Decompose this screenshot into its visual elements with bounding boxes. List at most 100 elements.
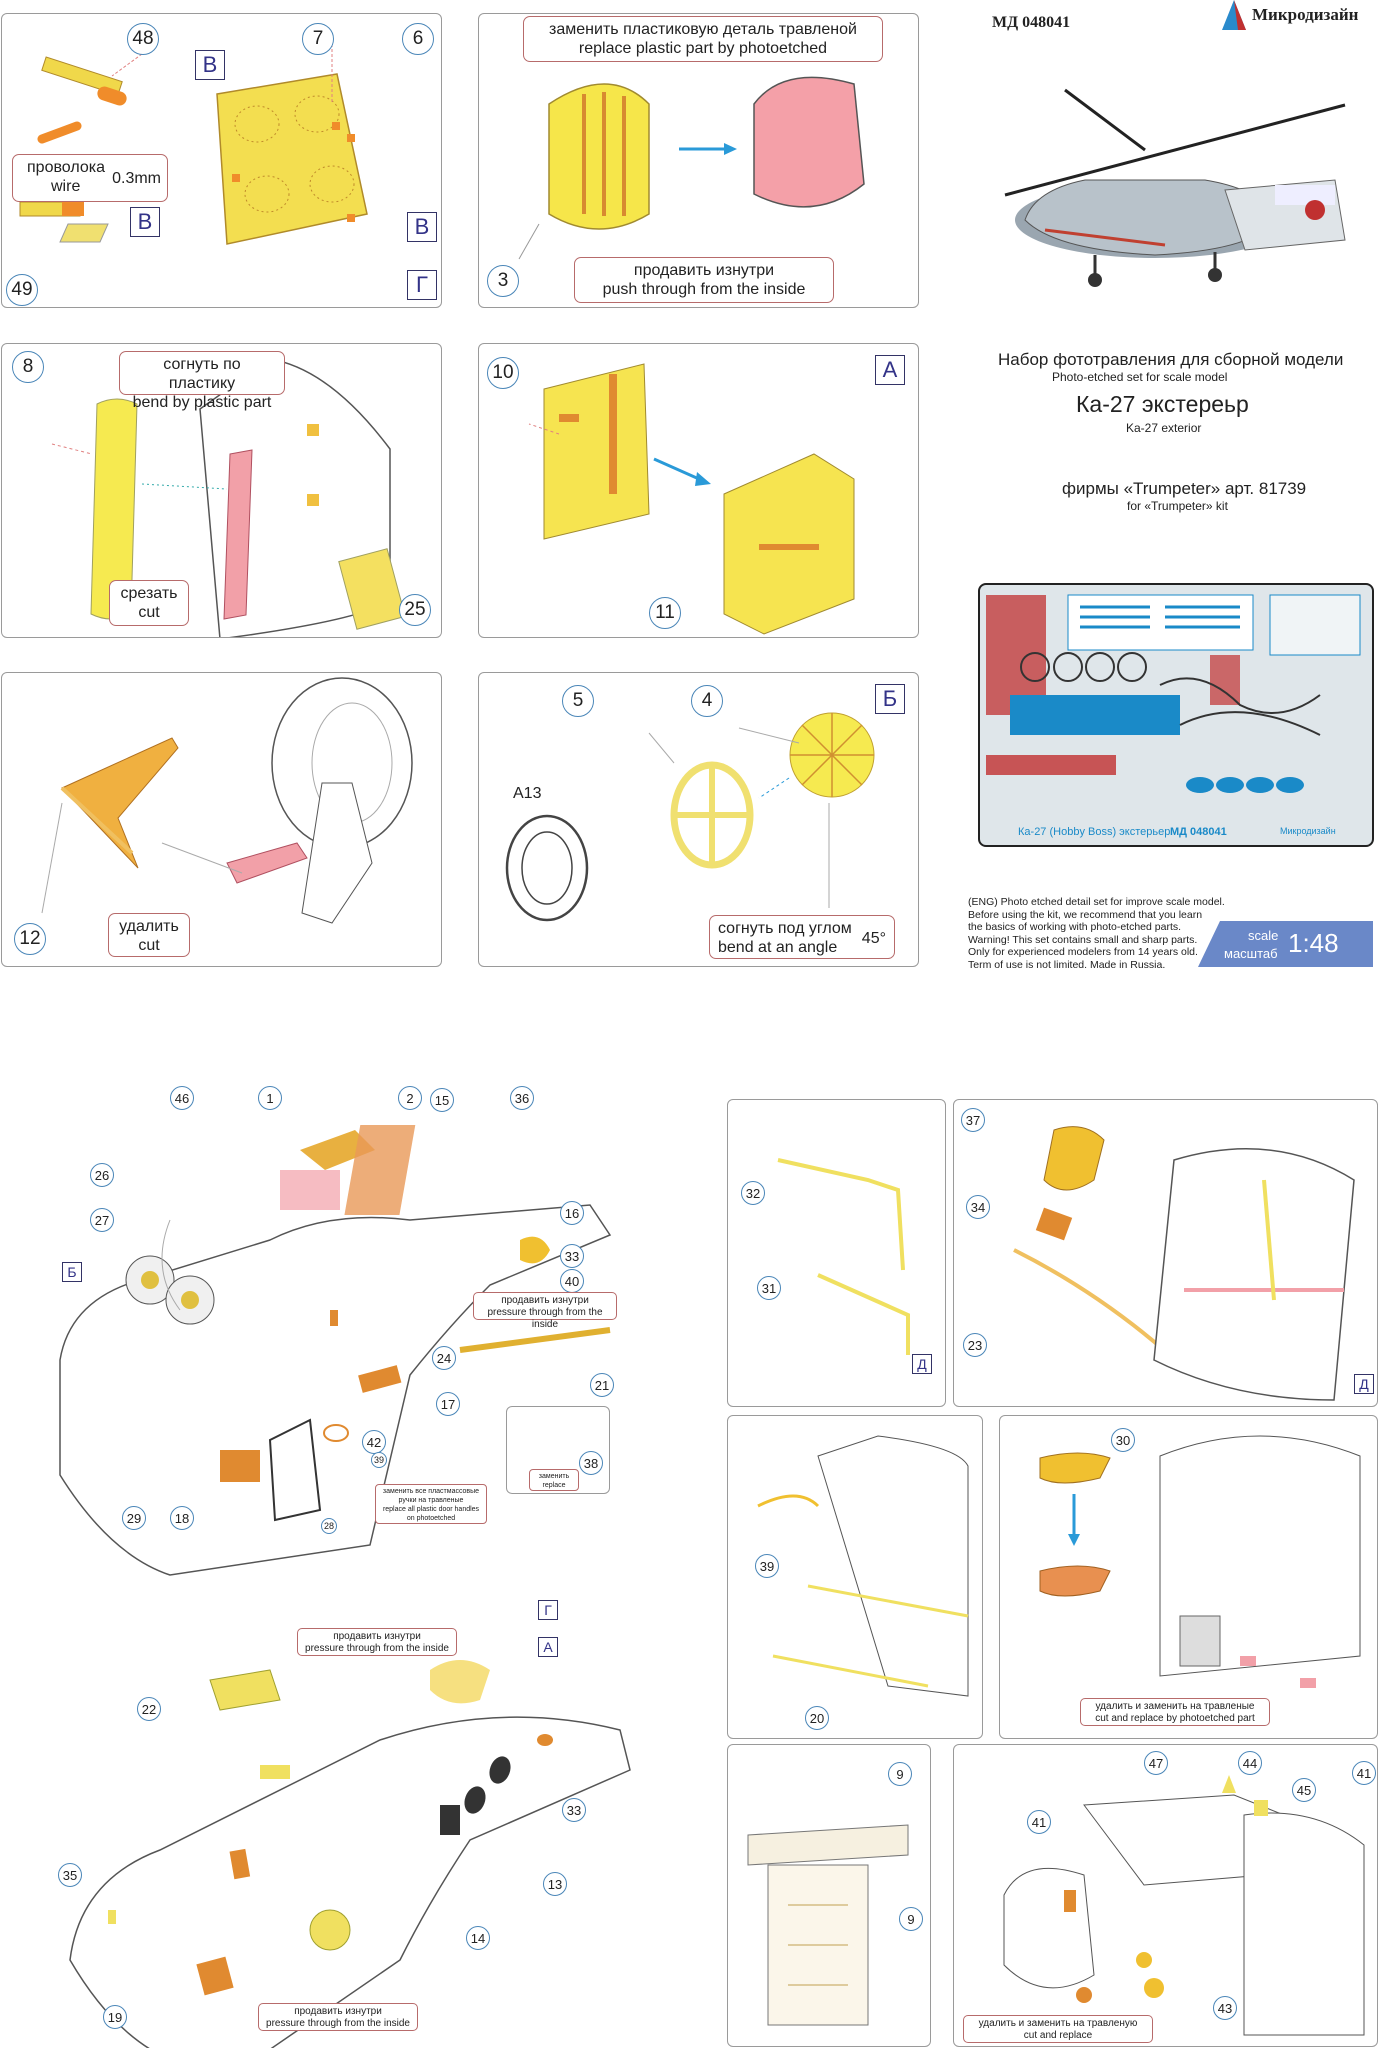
cut-ru: срезать xyxy=(120,585,178,602)
part-number-21: 21 xyxy=(590,1373,614,1397)
push-main2a-en: pressure through from the inside xyxy=(305,1643,449,1654)
part-number-6: 6 xyxy=(402,23,434,55)
panel-part-9: 9 9 xyxy=(727,1744,931,2047)
panel2-drawing xyxy=(518,76,865,260)
part-number-32: 32 xyxy=(741,1181,765,1205)
panel-parts-48-7-6-49: 48 7 6 49 В В В Г проволока wire 0.3mm xyxy=(1,13,442,308)
warning-line3: the basics of working with photo-etched … xyxy=(968,921,1182,933)
part-number-22: 22 xyxy=(137,1697,161,1721)
sub3-drawing xyxy=(757,1435,969,1697)
part-number-44: 44 xyxy=(1238,1751,1262,1775)
section-letter-a-main: А xyxy=(538,1637,558,1657)
push-main1-en: pressure through from the inside xyxy=(487,1307,603,1330)
part-number-9b: 9 xyxy=(899,1907,923,1931)
section-letter-b-main: Б xyxy=(62,1262,82,1282)
part-number-33b: 33 xyxy=(562,1798,586,1822)
panel-parts-4-5: 5 4 Б A13 согнуть под углом bend at an a… xyxy=(478,672,919,967)
part-number-1: 1 xyxy=(258,1086,282,1110)
part-number-45: 45 xyxy=(1292,1778,1316,1802)
wire-size: 0.3mm xyxy=(112,170,161,187)
panel-parts-8-25: 8 25 согнуть по пластику bend by plastic… xyxy=(1,343,442,638)
sub1-drawing xyxy=(777,1158,910,1355)
part-number-25: 25 xyxy=(399,594,431,626)
bend-angle-value: 45° xyxy=(861,930,886,947)
section-letter-g-main: Г xyxy=(538,1600,558,1620)
cut-replace-30-ru: удалить и заменить на травленые xyxy=(1095,1701,1255,1712)
part-number-34: 34 xyxy=(966,1195,990,1219)
helicopter-diagram-1 xyxy=(59,1125,612,1576)
brand-logo-icon xyxy=(1222,0,1246,30)
kit-ru: фирмы «Trumpeter» арт. 81739 xyxy=(1062,479,1307,498)
push-main2a-ru: продавить изнутри xyxy=(333,1631,421,1642)
part-number-41a: 41 xyxy=(1352,1761,1376,1785)
wire-ru: проволока xyxy=(27,159,105,176)
note-replace-plastic: заменить пластиковую деталь травленой re… xyxy=(523,16,883,62)
push-main2b-ru: продавить изнутри xyxy=(294,2006,382,2017)
part-number-37: 37 xyxy=(961,1108,985,1132)
bend-angle-en: bend at an angle xyxy=(718,939,838,956)
section-letter-b: Б xyxy=(875,684,905,714)
note-cut: срезать cut xyxy=(109,580,189,626)
warning-line6: Term of use is not limited. Made in Russ… xyxy=(968,958,1166,971)
sub2-drawing xyxy=(1013,1126,1355,1401)
fret-caption: Ка-27 (Hobby Boss) экстерьер xyxy=(1018,826,1171,838)
fret-code: МД 048041 xyxy=(1170,826,1227,838)
part-number-46: 46 xyxy=(170,1086,194,1110)
part-number-33: 33 xyxy=(560,1244,584,1268)
part-number-26: 26 xyxy=(90,1163,114,1187)
part-number-15: 15 xyxy=(430,1088,454,1112)
cut-en: cut xyxy=(138,604,160,621)
section-letter-v2: В xyxy=(130,207,160,237)
part-number-49: 49 xyxy=(6,274,38,306)
section-letter-v3: В xyxy=(407,212,437,242)
part-number-9a: 9 xyxy=(888,1762,912,1786)
replace-ru: заменить пластиковую деталь травленой xyxy=(549,21,857,38)
note-wire: проволока wire 0.3mm xyxy=(12,154,168,202)
panel5-drawing xyxy=(41,677,413,924)
push-main2b-en: pressure through from the inside xyxy=(266,2018,410,2029)
section-letter-v1: В xyxy=(195,50,225,80)
push-main1-ru: продавить изнутри xyxy=(501,1295,589,1306)
warning-line2: Before using the kit, we recommend that … xyxy=(968,908,1203,921)
part-number-5: 5 xyxy=(562,685,594,717)
fret-brand: Микродизайн xyxy=(1280,826,1336,836)
part-number-38: 38 xyxy=(579,1451,603,1475)
panel4-drawing xyxy=(528,363,855,635)
panel-parts-31-32: 32 31 Д xyxy=(727,1099,946,1407)
replace-small-ru: заменить xyxy=(538,1473,570,1480)
replace-box: 38 заменить replace xyxy=(506,1406,610,1494)
part-number-42: 42 xyxy=(362,1430,386,1454)
helicopter-photo xyxy=(1004,88,1346,287)
handles-ru: заменить все пластмассовые xyxy=(382,1488,480,1495)
part-number-17: 17 xyxy=(436,1392,460,1416)
part-number-39-sub: 39 xyxy=(755,1554,779,1578)
remove-ru: удалить xyxy=(119,918,179,935)
part-number-43: 43 xyxy=(1213,1996,1237,2020)
part-number-4: 4 xyxy=(691,685,723,717)
panel-part-3: заменить пластиковую деталь травленой re… xyxy=(478,13,919,308)
bend-en: bend by plastic part xyxy=(132,394,272,411)
part-number-20: 20 xyxy=(805,1706,829,1730)
part-number-31: 31 xyxy=(757,1276,781,1300)
scale-label-ru: масштаб xyxy=(1224,946,1278,961)
note-push-through: продавить изнутри push through from the … xyxy=(574,257,834,303)
replace-small-en: replace xyxy=(542,1482,566,1489)
part-number-19: 19 xyxy=(103,2005,127,2029)
fret-drawing xyxy=(986,594,1361,793)
part-number-27: 27 xyxy=(90,1208,114,1232)
panel-parts-20-39: 39 20 xyxy=(727,1415,983,1739)
note-push-through-main1: продавить изнутри pressure through from … xyxy=(473,1292,617,1330)
note-cut-replace-30: удалить и заменить на травленые cut and … xyxy=(1080,1698,1270,1726)
cut-replace-30-en: cut and replace by photoetched part xyxy=(1095,1713,1255,1724)
part-number-7: 7 xyxy=(302,23,334,55)
note-replace-small: заменить replace xyxy=(529,1469,579,1491)
part-number-48: 48 xyxy=(127,23,159,55)
part-number-39-main: 39 xyxy=(371,1452,387,1468)
title-en: Photo-etched set for scale model xyxy=(1052,370,1228,384)
scale-label-en: scale xyxy=(1248,928,1279,943)
photoetch-fret-image: Ка-27 (Hobby Boss) экстерьер МД 048041 М… xyxy=(978,583,1374,847)
section-letter-d1: Д xyxy=(912,1354,932,1374)
panel3-drawing xyxy=(51,358,406,637)
handles-en2: on photoetched xyxy=(406,1515,456,1522)
bend-ru: согнуть по пластику xyxy=(163,356,241,392)
